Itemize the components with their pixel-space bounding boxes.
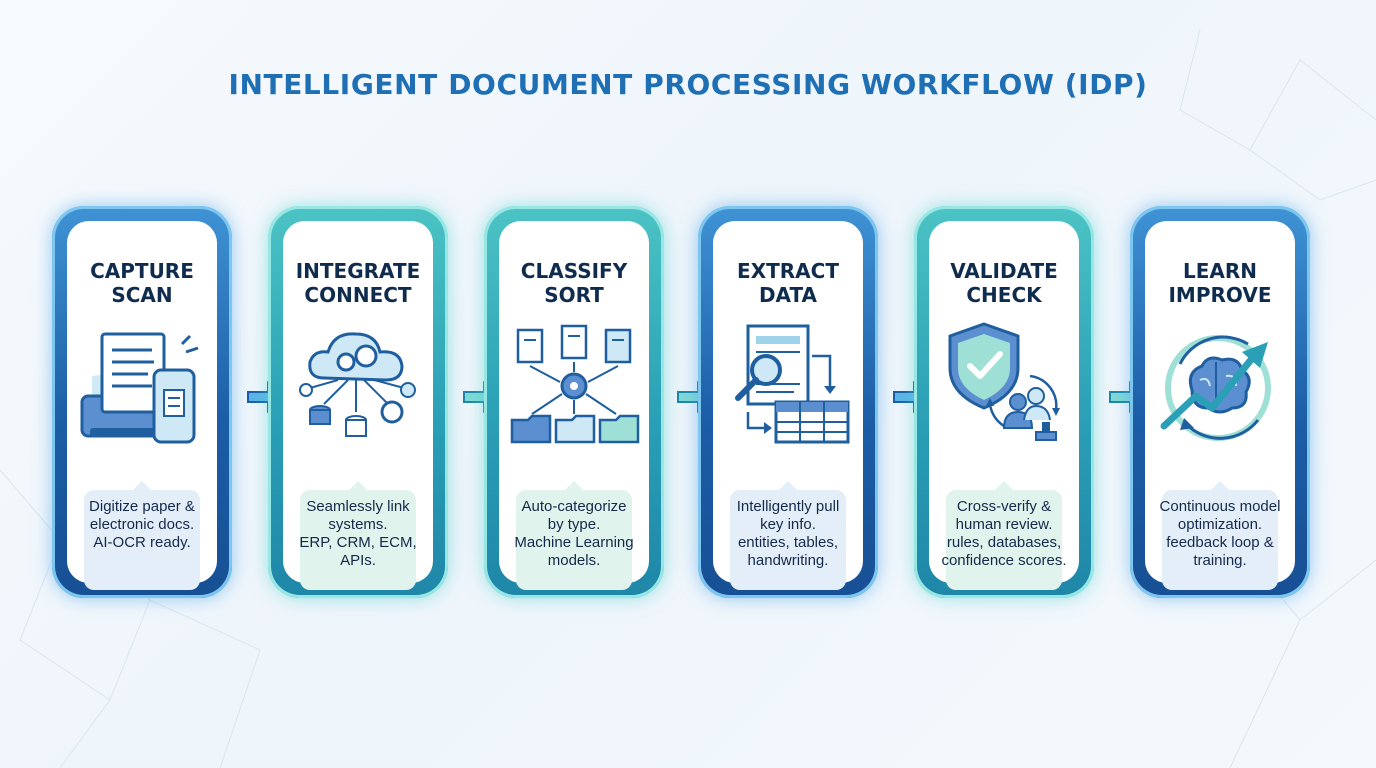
shield-check-review-icon xyxy=(948,322,1060,441)
step-title-line2: CHECK xyxy=(966,283,1042,307)
document-sorting-icon xyxy=(510,324,640,444)
desc-line: Intelligently pull xyxy=(736,498,840,515)
desc-line: systems. xyxy=(328,516,388,533)
step-description: Intelligently pull key info. entities, t… xyxy=(730,481,846,590)
desc-line: Auto-categorize xyxy=(521,498,627,515)
step-title: CAPTURE SCAN xyxy=(67,259,217,307)
brain-growth-icon xyxy=(1160,335,1271,441)
step-title: INTEGRATE CONNECT xyxy=(283,259,433,307)
step-card-extract: EXTRACT DATA Intelligently pull key info… xyxy=(698,206,878,598)
step-title-line1: CLASSIFY xyxy=(520,259,628,283)
desc-line: human review. xyxy=(955,516,1053,533)
step-title: LEARN IMPROVE xyxy=(1145,259,1295,307)
step-description: Cross-verify & human review. rules, data… xyxy=(941,481,1067,590)
desc-line: AI-OCR ready. xyxy=(93,534,191,551)
step-title-line1: VALIDATE xyxy=(950,259,1058,283)
step-title-line2: CONNECT xyxy=(304,283,412,307)
desc-line: handwriting. xyxy=(747,552,829,569)
step-title-line1: EXTRACT xyxy=(737,259,839,283)
desc-line: optimization. xyxy=(1177,516,1263,533)
desc-line: entities, tables, xyxy=(737,534,839,551)
step-card-validate: VALIDATE CHECK Cross-verify & human revi… xyxy=(914,206,1094,598)
step-card-classify: CLASSIFY SORT Auto-categorize by type. M… xyxy=(484,206,664,598)
desc-line: electronic docs. xyxy=(89,516,195,533)
desc-line: ERP, CRM, ECM, xyxy=(299,534,417,551)
desc-line: training. xyxy=(1193,552,1247,569)
desc-line: Seamlessly link xyxy=(306,498,410,515)
step-title: EXTRACT DATA xyxy=(713,259,863,307)
desc-line: rules, databases, xyxy=(946,534,1062,551)
step-title-line1: CAPTURE xyxy=(90,259,194,283)
step-card-learn: LEARN IMPROVE Continuous model optimizat… xyxy=(1130,206,1310,598)
desc-line: feedback loop & xyxy=(1166,534,1274,551)
step-card-integrate: INTEGRATE CONNECT Seamlessly link system… xyxy=(268,206,448,598)
step-description: Auto-categorize by type. Machine Learnin… xyxy=(514,481,634,590)
step-description: Digitize paper & electronic docs. AI-OCR… xyxy=(84,481,200,590)
desc-line: models. xyxy=(547,552,601,569)
step-title-line1: LEARN xyxy=(1182,259,1258,283)
desc-line: key info. xyxy=(760,516,816,533)
step-title-line1: INTEGRATE xyxy=(295,259,421,283)
data-extraction-icon xyxy=(735,324,850,444)
desc-line: by type. xyxy=(547,516,601,533)
desc-line: APIs. xyxy=(340,552,376,569)
step-title: VALIDATE CHECK xyxy=(929,259,1079,307)
step-description: Seamlessly link systems. ERP, CRM, ECM, … xyxy=(299,481,417,590)
desc-line: Machine Learning xyxy=(514,534,634,551)
step-title-line2: SORT xyxy=(544,283,604,307)
desc-line: Cross-verify & xyxy=(956,498,1052,515)
scanner-and-phone-icon xyxy=(80,332,199,444)
step-description: Continuous model optimization. feedback … xyxy=(1160,481,1280,590)
step-card-capture: CAPTURE SCAN Digitize paper & electronic… xyxy=(52,206,232,598)
step-title: CLASSIFY SORT xyxy=(499,259,649,307)
step-title-line2: SCAN xyxy=(111,283,173,307)
step-title-line2: DATA xyxy=(758,283,818,307)
desc-line: Digitize paper & xyxy=(89,498,195,515)
cloud-integration-icon xyxy=(299,332,416,437)
page-title: INTELLIGENT DOCUMENT PROCESSING WORKFLOW… xyxy=(228,68,1148,101)
step-title-line2: IMPROVE xyxy=(1168,283,1272,307)
desc-line: Continuous model xyxy=(1159,498,1281,515)
desc-line: confidence scores. xyxy=(941,552,1067,569)
